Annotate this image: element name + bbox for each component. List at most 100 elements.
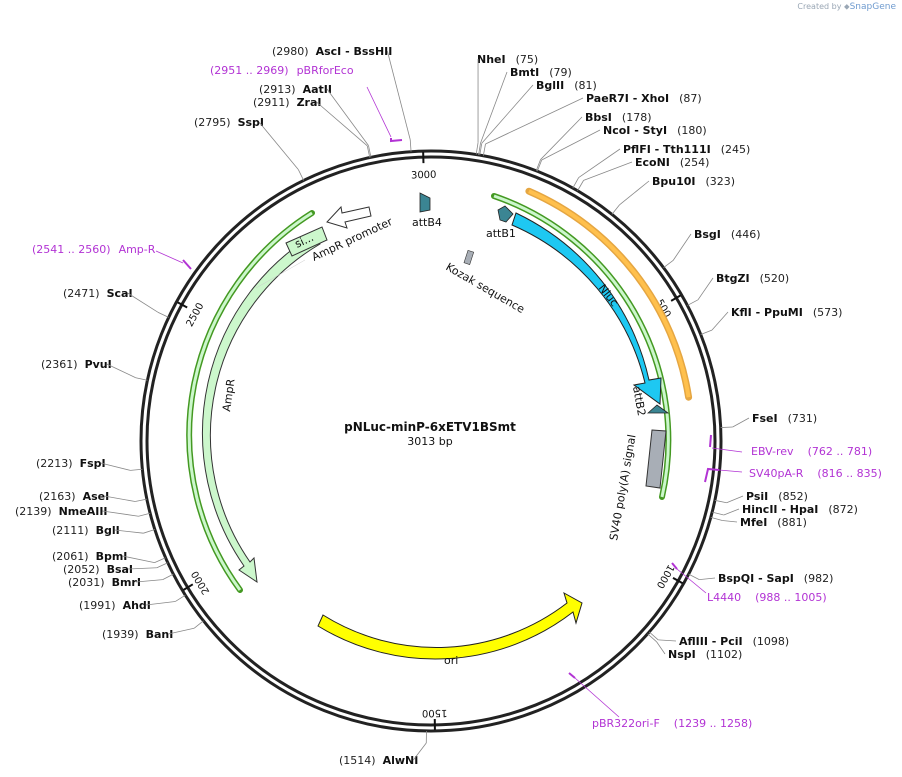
- restriction-site-label[interactable]: (2061)BpmI: [52, 550, 127, 563]
- restriction-site-label[interactable]: NspI(1102): [668, 648, 742, 661]
- restriction-site-label[interactable]: (1939)BanI: [102, 628, 173, 641]
- site-stem: [611, 204, 620, 215]
- restriction-site-label[interactable]: (2111)BglI: [52, 524, 120, 537]
- site-enzyme: FspI: [80, 457, 106, 470]
- site-position: (2061): [52, 550, 89, 563]
- tick-mark: [672, 576, 684, 585]
- site-enzyme: NmeAIII: [59, 505, 108, 518]
- restriction-site-label[interactable]: NheI(75): [477, 53, 538, 66]
- restriction-site-label[interactable]: Bpu10I (323): [652, 175, 735, 188]
- restriction-site-label[interactable]: BsgI(446): [694, 228, 761, 241]
- restriction-site-label[interactable]: (2052) BsaI: [63, 563, 133, 576]
- site-stem: [138, 512, 151, 517]
- feature-label-kozak: Kozak sequence: [444, 260, 528, 316]
- site-position: (1514): [339, 754, 376, 767]
- restriction-site-label[interactable]: (2913)AatII: [259, 83, 332, 96]
- site-position: (2471): [63, 287, 100, 300]
- primer-label-pbr322ori: pBR322ori-F(1239 .. 1258): [592, 717, 752, 730]
- restriction-site-label[interactable]: (2139) NmeAIII: [15, 505, 108, 518]
- ampr-promoter-arrow: [326, 205, 372, 229]
- site-position: (2139): [15, 505, 52, 518]
- orange-feature-arc-inner: [528, 189, 691, 398]
- restriction-site-label[interactable]: PaeR7I - XhoI(87): [586, 92, 702, 105]
- site-enzyme: AhdI: [123, 599, 151, 612]
- restriction-site-label[interactable]: EcoNI (254): [635, 156, 709, 169]
- restriction-site-label[interactable]: PflFI - Tth111I(245): [623, 143, 750, 156]
- site-position: (2031): [68, 576, 105, 589]
- restriction-site-label[interactable]: BbsI(178): [585, 111, 652, 124]
- tick-label: 1000: [654, 562, 676, 590]
- primer-label-pbrforeco: (2951 .. 2969)pBRforEco: [210, 64, 354, 77]
- site-stem: [714, 499, 727, 504]
- site-leader: [726, 495, 744, 504]
- tick-label: 2000: [190, 569, 213, 596]
- primer-pbrforeco-mark: [390, 138, 403, 143]
- restriction-site-label[interactable]: HincII - HpaI(872): [742, 503, 858, 516]
- site-enzyme: ZraI: [297, 96, 322, 109]
- site-enzyme: EcoNI: [635, 156, 670, 169]
- primer-ampr-mark: [182, 259, 192, 270]
- restriction-site-label[interactable]: (2031) BmrI: [68, 576, 141, 589]
- site-enzyme: AlwNI: [383, 754, 419, 767]
- site-leader: [723, 508, 740, 516]
- site-enzyme: BmrI: [112, 576, 141, 589]
- site-leader: [699, 577, 716, 581]
- ampr-feature-arrow: [202, 231, 321, 584]
- ampr-feature-arc-inner: [187, 211, 313, 591]
- restriction-site-label[interactable]: FseI(731): [752, 412, 817, 425]
- restriction-site-label[interactable]: (2471)ScaI: [63, 287, 133, 300]
- site-leader: [104, 495, 136, 502]
- restriction-site-label[interactable]: (2361)PvuI: [41, 358, 112, 371]
- plasmid-name: pNLuc-minP-6xETV1BSmt: [344, 420, 516, 434]
- site-enzyme: Bpu10I: [652, 175, 696, 188]
- site-enzyme: BtgZI: [716, 272, 750, 285]
- site-position: (573): [813, 306, 843, 319]
- attb1-marker: [497, 205, 514, 223]
- restriction-site-label[interactable]: (2911)ZraI: [253, 96, 322, 109]
- site-leader: [145, 601, 176, 606]
- site-position: (323): [706, 175, 736, 188]
- site-enzyme: NheI: [477, 53, 506, 66]
- restriction-site-label[interactable]: BtgZI (520): [716, 272, 789, 285]
- restriction-site-label[interactable]: (2980)AscI - BssHII: [272, 45, 392, 58]
- restriction-site-label[interactable]: (2795)SspI: [194, 116, 264, 129]
- restriction-site-label[interactable]: (1514) AlwNI: [339, 754, 418, 767]
- restriction-site-label[interactable]: NcoI - StyI(180): [603, 124, 707, 137]
- restriction-site-label[interactable]: BmtI(79): [510, 66, 572, 79]
- site-enzyme-extra: - XhoI: [629, 92, 669, 105]
- site-stem: [193, 620, 204, 629]
- site-position: (852): [778, 490, 808, 503]
- site-enzyme-extra: - PciI: [708, 635, 743, 648]
- site-enzyme: BglI: [96, 524, 120, 537]
- restriction-site-label[interactable]: MfeI(881): [740, 516, 807, 529]
- site-position: (2052): [63, 563, 100, 576]
- site-enzyme: BsaI: [107, 563, 133, 576]
- primers: [155, 86, 743, 718]
- feature-label-sv40: SV40 poly(A) signal: [607, 433, 638, 541]
- restriction-site-label[interactable]: AflIII - PciI(1098): [679, 635, 789, 648]
- site-leader: [732, 417, 750, 428]
- backbone-inner-ring: [145, 155, 717, 727]
- restriction-site-label[interactable]: (2163)AseI: [39, 490, 109, 503]
- site-stem: [700, 329, 713, 335]
- site-enzyme: AflIII: [679, 635, 708, 648]
- site-enzyme: FseI: [752, 412, 778, 425]
- site-stem: [536, 159, 543, 172]
- restriction-site-label[interactable]: (1991)AhdI: [79, 599, 151, 612]
- restriction-site-label[interactable]: (2213)FspI: [36, 457, 106, 470]
- site-enzyme: HincII: [742, 503, 778, 516]
- credit-prefix: Created by: [797, 2, 842, 11]
- attb4-marker: [419, 192, 431, 213]
- restriction-site-label[interactable]: BglII(81): [536, 79, 597, 92]
- primer-ebvrev-mark: [709, 434, 712, 448]
- site-leader: [326, 88, 369, 146]
- restriction-site-label[interactable]: PsiI(852): [746, 490, 808, 503]
- site-position: (254): [680, 156, 710, 169]
- restriction-site-label[interactable]: BspQI - SapI(982): [718, 572, 833, 585]
- site-enzyme-extra: - HpaI: [778, 503, 819, 516]
- ori-feature-arrow: [317, 591, 583, 660]
- site-enzyme: AatII: [303, 83, 332, 96]
- primer-label-ampr: (2541 .. 2560)Amp-R: [32, 243, 156, 256]
- restriction-site-label[interactable]: KflI - PpuMI(573): [731, 306, 842, 319]
- site-position: (520): [760, 272, 790, 285]
